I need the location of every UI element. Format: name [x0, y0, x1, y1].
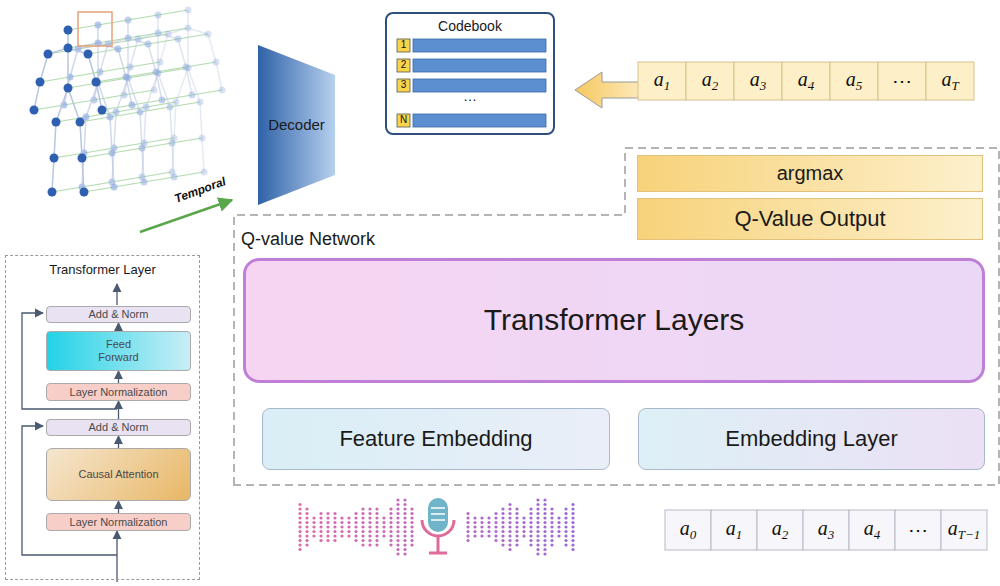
- action-token: a4: [798, 68, 815, 94]
- node-label: Causal Attention: [78, 468, 158, 481]
- layer-norm-box: Layer Normalization: [46, 383, 191, 401]
- skeleton-sequence: [30, 7, 226, 197]
- axis-label: Temporal: [172, 174, 227, 205]
- q-value-output-box: Q-Value Output: [637, 198, 983, 240]
- action-token: ⋯: [908, 518, 928, 542]
- add-norm-box: Add & Norm: [46, 306, 191, 323]
- layer-norm-box: Layer Normalization: [46, 513, 191, 531]
- temporal-arrow: [140, 200, 232, 232]
- node-label: argmax: [777, 162, 844, 185]
- flow-arrow: [118, 436, 119, 448]
- action-token: a2: [702, 68, 719, 94]
- node-label: Decoder: [268, 116, 325, 133]
- node-label: Codebook: [438, 18, 502, 34]
- node-label: Layer Normalization: [70, 386, 168, 399]
- node-label: Q-value Network: [241, 229, 375, 250]
- node-label: Add & Norm: [89, 308, 149, 321]
- node-label: Add & Norm: [89, 421, 149, 434]
- node-label: Feed Forward: [89, 338, 149, 363]
- embedding-layer-box: Embedding Layer: [638, 408, 985, 470]
- flow-arrow: [118, 323, 119, 331]
- node-label: Layer Normalization: [70, 516, 168, 529]
- causal-attention-box: Causal Attention: [46, 448, 191, 501]
- codebook-index: N: [400, 113, 407, 124]
- feed-forward-box: Feed Forward: [46, 331, 191, 371]
- action-token: a5: [846, 68, 863, 94]
- action-token: a1: [726, 517, 743, 543]
- node-label: Feature Embedding: [339, 426, 532, 451]
- node-label: Embedding Layer: [725, 426, 897, 451]
- action-token: a2: [772, 517, 789, 543]
- flow-arrow: [118, 371, 119, 383]
- input-sequence-cells: [665, 510, 987, 550]
- codebook-box: Codebook: [385, 12, 555, 135]
- transformer-layer-panel: Add & NormFeed ForwardLayer Normalizatio…: [5, 255, 200, 580]
- decoder-trapezoid: Decoder: [258, 45, 335, 205]
- add-norm-box: Add & Norm: [46, 419, 191, 436]
- codebook-index: 1: [401, 38, 407, 49]
- action-token: ⋯: [892, 69, 912, 93]
- flow-arrow: [118, 401, 119, 419]
- audio-waveform: [298, 498, 574, 555]
- node-label: Transformer Layers: [484, 303, 745, 338]
- action-sequence-cells: [638, 62, 974, 100]
- argmax-box: argmax: [637, 155, 983, 192]
- transformer-layers-box: Transformer Layers: [243, 258, 985, 383]
- action-token: a1: [654, 68, 671, 94]
- q-network-region: argmaxQ-Value OutputTransformer LayersFe…: [233, 147, 1000, 487]
- action-token: aT−1: [948, 517, 981, 543]
- node-label: Q-Value Output: [734, 206, 885, 231]
- action-token: a3: [818, 517, 835, 543]
- ellipsis: …: [463, 88, 477, 104]
- highlight-square: [78, 12, 112, 46]
- action-token: aT: [941, 68, 958, 94]
- codebook-index: 3: [401, 78, 407, 89]
- codebook-index: 2: [401, 58, 407, 69]
- action-token: a4: [864, 517, 881, 543]
- microphone-icon: [422, 498, 454, 553]
- action-token: a3: [750, 68, 767, 94]
- feature-embedding-box: Feature Embedding: [262, 408, 610, 470]
- node-label: Transformer Layer: [6, 263, 199, 278]
- flow-arrow: [118, 501, 119, 513]
- action-token: a0: [680, 517, 697, 543]
